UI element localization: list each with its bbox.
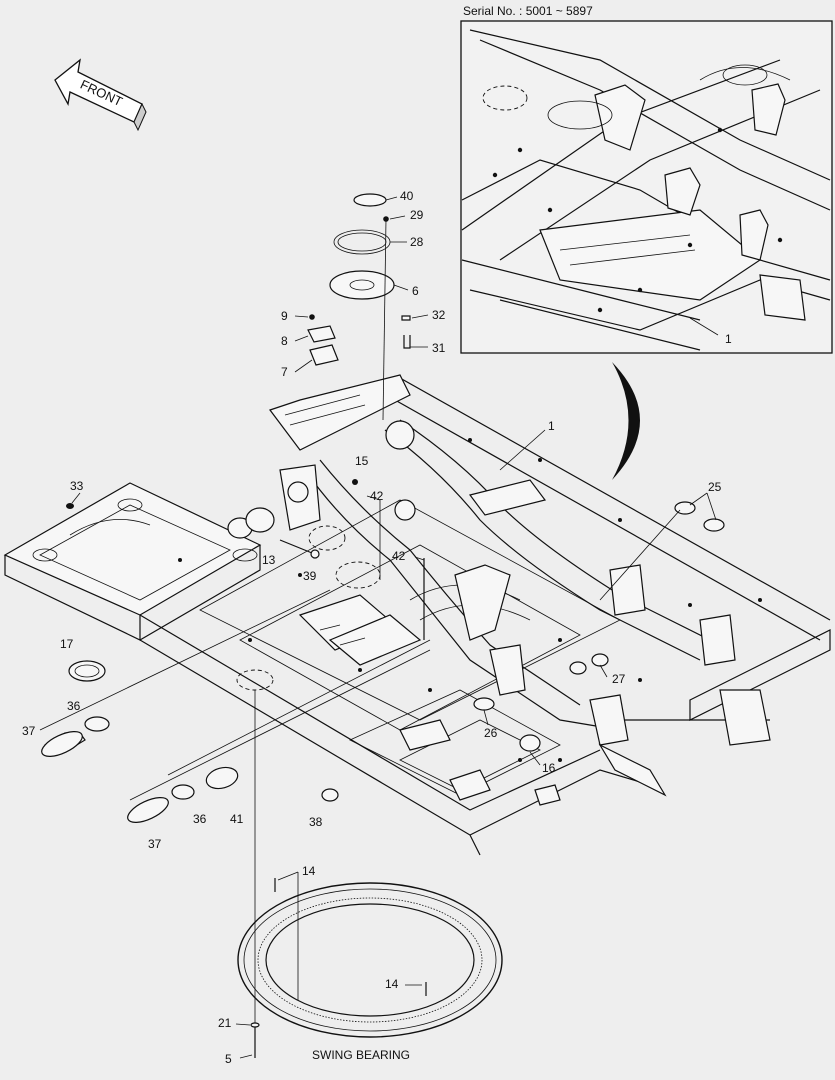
callout-5: 5 <box>225 1052 232 1066</box>
callout-36-lower: 36 <box>193 812 207 826</box>
callout-8: 8 <box>281 334 288 348</box>
serial-inset-panel: Serial No. : 5001 ~ 5897 <box>460 4 833 354</box>
callout-1-inset: 1 <box>725 332 732 346</box>
serial-number-label: Serial No. : 5001 ~ 5897 <box>463 4 593 18</box>
callout-numbers: 40 29 28 6 9 8 7 32 31 1 15 42 42 13 39 … <box>22 189 722 1066</box>
callout-42-lower: 42 <box>392 549 406 563</box>
callout-29: 29 <box>410 208 424 222</box>
callout-39: 39 <box>303 569 317 583</box>
upper-frame-drawing <box>3 374 831 856</box>
callout-7: 7 <box>281 365 288 379</box>
inset-frame-drawing <box>461 29 831 351</box>
front-arrow: FRONT <box>54 58 147 132</box>
callout-13: 13 <box>262 553 276 567</box>
swing-bearing-label: SWING BEARING <box>312 1048 410 1062</box>
leader-lines <box>71 196 717 1059</box>
callout-33: 33 <box>70 479 84 493</box>
callout-41: 41 <box>230 812 244 826</box>
callout-6: 6 <box>412 284 419 298</box>
callout-37-lower: 37 <box>148 837 162 851</box>
callout-14-upper: 14 <box>302 864 316 878</box>
part-40-ring <box>353 193 387 207</box>
part-28-ring <box>333 229 391 255</box>
callout-32: 32 <box>432 308 446 322</box>
callout-14-lower: 14 <box>385 977 399 991</box>
callout-36-left: 36 <box>67 699 81 713</box>
part-6-plate <box>329 270 395 300</box>
callout-9: 9 <box>281 309 288 323</box>
callout-15: 15 <box>355 454 369 468</box>
callout-26: 26 <box>484 726 498 740</box>
callout-28: 28 <box>410 235 424 249</box>
inset-pointer-arrow <box>612 362 640 480</box>
callout-42-upper: 42 <box>370 489 384 503</box>
callout-17: 17 <box>60 637 74 651</box>
callout-38: 38 <box>309 815 323 829</box>
callout-40: 40 <box>400 189 414 203</box>
callout-27: 27 <box>612 672 626 686</box>
callout-37-left: 37 <box>22 724 36 738</box>
callout-21: 21 <box>218 1016 232 1030</box>
callout-25: 25 <box>708 480 722 494</box>
callout-1-main: 1 <box>548 419 555 433</box>
callout-31: 31 <box>432 341 446 355</box>
callout-16: 16 <box>542 761 556 775</box>
swing-bearing: SWING BEARING <box>237 878 503 1062</box>
